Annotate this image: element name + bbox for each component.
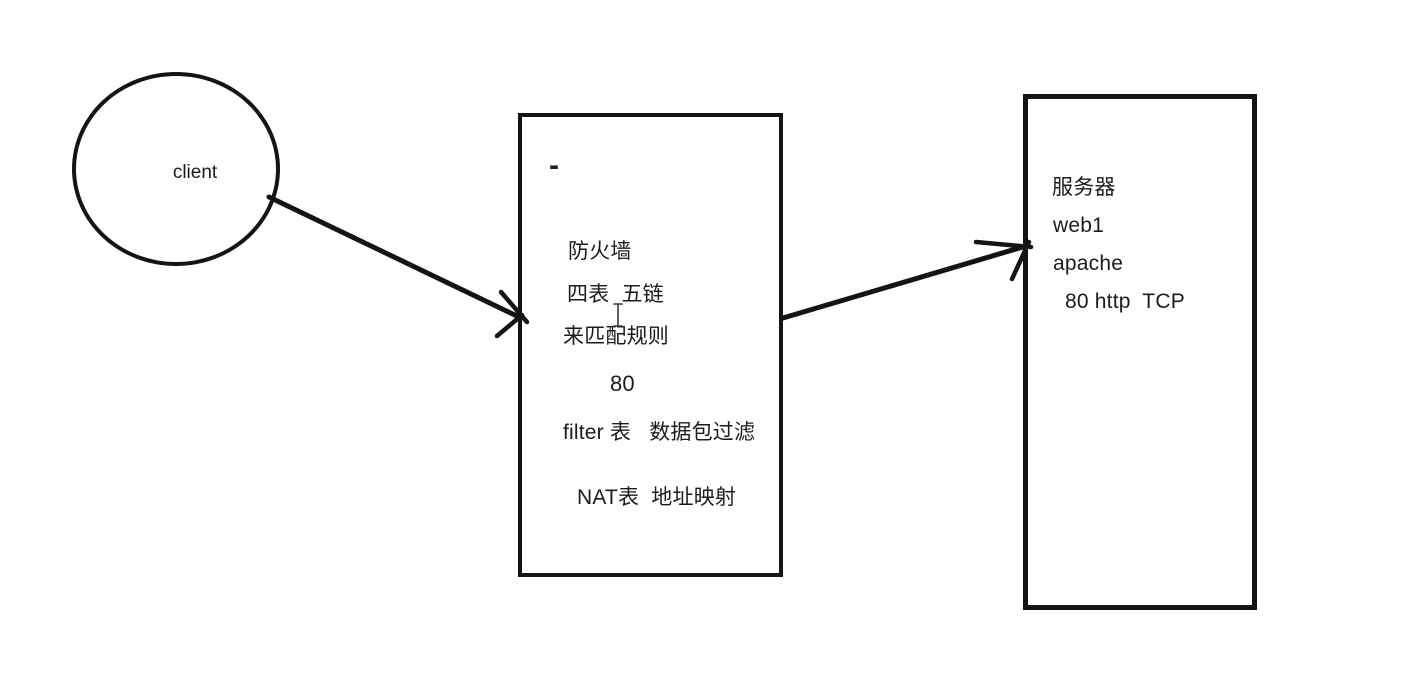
client-label: client [172,162,218,183]
firewall-line-tables-chains: 四表 五链 [567,283,664,306]
firewall-node [518,113,783,577]
arrow-client-to-firewall-icon [266,194,530,339]
client-node: client [72,72,280,266]
server-line-service: apache [1053,252,1124,275]
firewall-line-nat-table: NAT表 地址映射 [577,486,737,509]
firewall-title: 防火墙 [568,240,632,263]
firewall-line-match-rules: 来匹配规则 [563,325,669,348]
text-cursor-icon [613,303,623,327]
server-line-role: 服务器 [1052,176,1116,199]
server-line-hostname: web1 [1053,214,1105,237]
server-node [1023,94,1257,610]
firewall-port: 80 [610,371,635,396]
arrow-firewall-to-server-icon [780,239,1034,321]
firewall-dash-mark: - [549,149,560,182]
server-line-port-info: 80 http TCP [1065,290,1185,313]
firewall-line-filter-table: filter 表 数据包过滤 [563,421,756,444]
